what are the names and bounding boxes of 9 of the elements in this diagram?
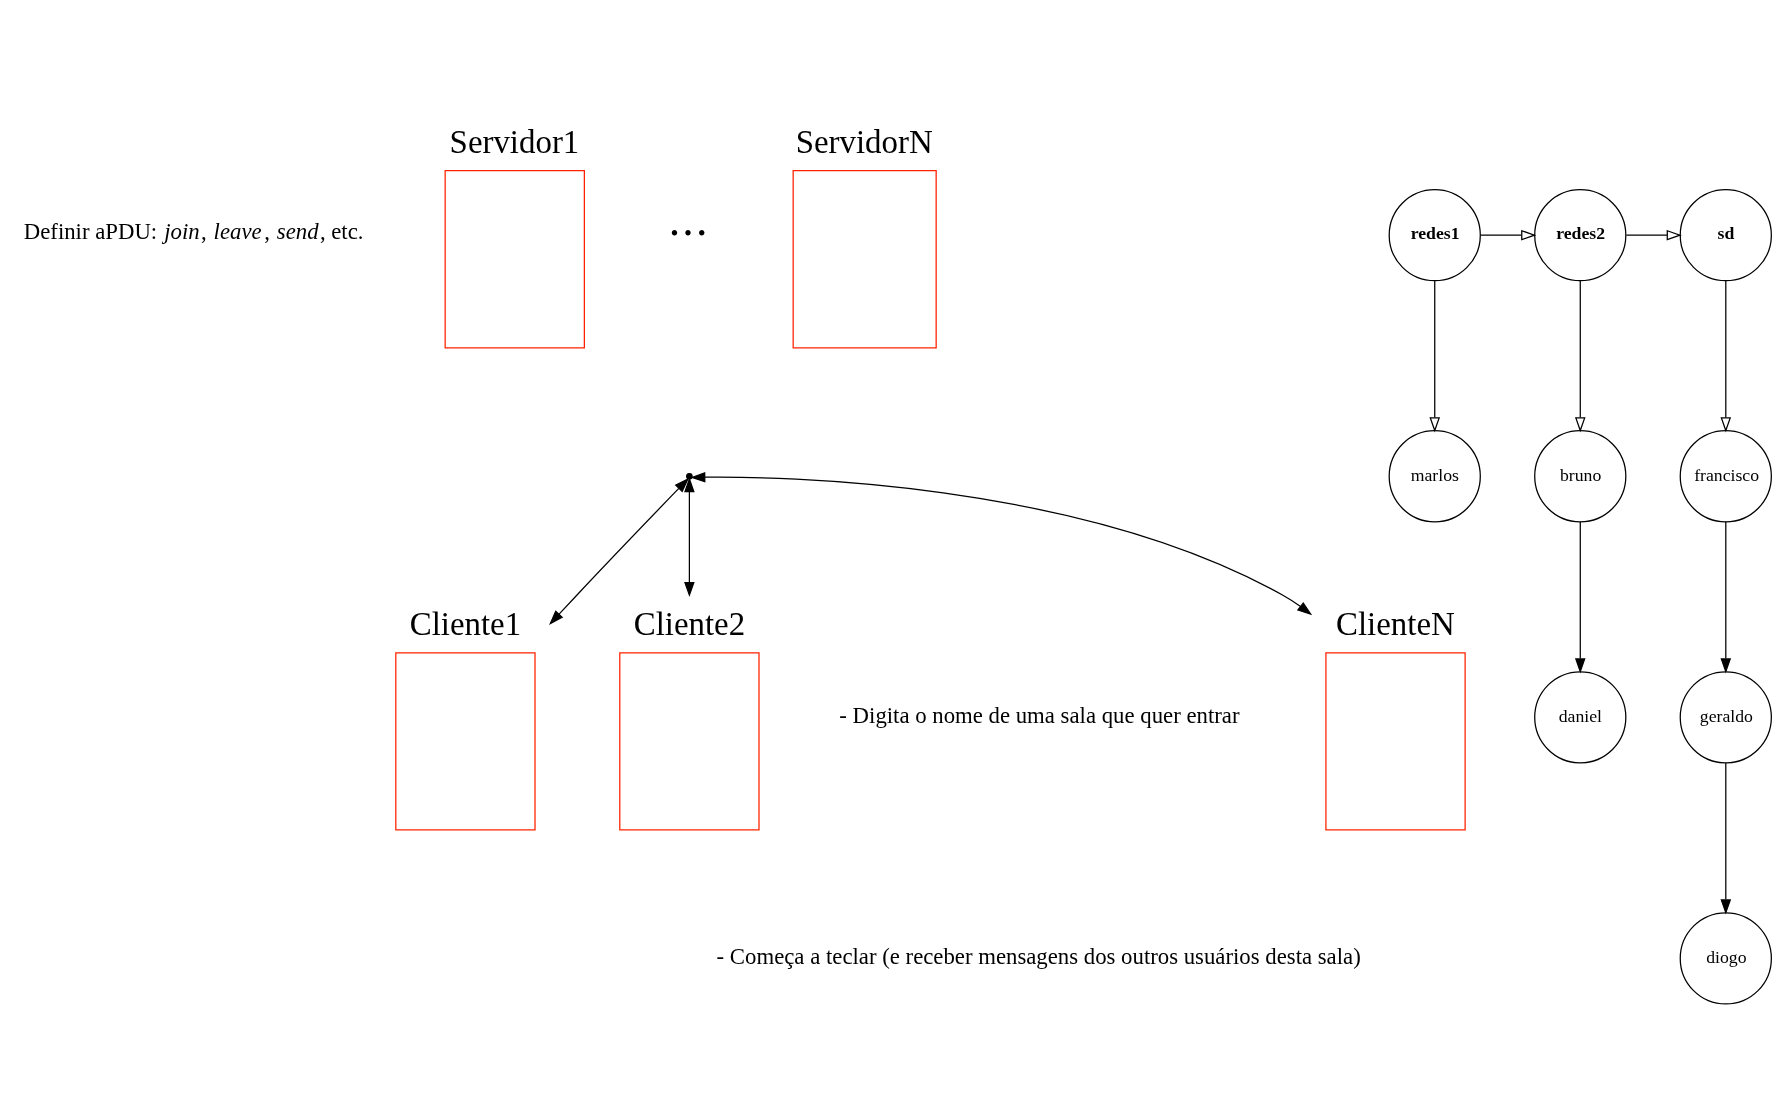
- label: Definir aPDU: join, leave, send, etc.: [23, 219, 364, 245]
- node-label: Cliente2: [633, 605, 746, 642]
- node-label: Servidor1: [449, 123, 580, 160]
- node-label: ServidorN: [795, 123, 933, 160]
- label: • • •: [670, 220, 706, 246]
- node-label: Cliente1: [409, 605, 522, 642]
- label: - Digita o nome de uma sala que quer entrar: [839, 702, 1240, 728]
- label: - Começa a teclar (e receber mensagens dos outros usuários desta sala): [716, 943, 1361, 969]
- node-label: ClienteN: [1336, 605, 1455, 642]
